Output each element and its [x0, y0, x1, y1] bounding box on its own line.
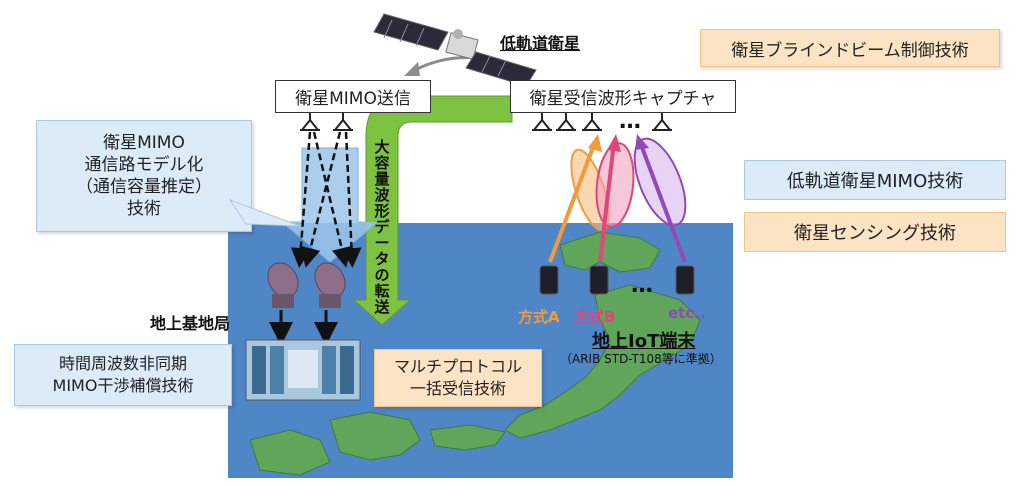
- channel-model-line-2: 通信路モデル化: [84, 155, 204, 175]
- satellite-mimo-tx-box: 衛星MIMO送信: [275, 80, 431, 113]
- blind-beam-box: 衛星ブラインドビーム制御技術: [700, 29, 1000, 67]
- transfer-char: 大: [374, 138, 389, 156]
- transfer-char: 転: [374, 282, 389, 300]
- multiprotocol-line-2: 一括受信技術: [409, 379, 506, 398]
- transfer-char: 容: [373, 154, 389, 172]
- mimo-dashed-links: [290, 131, 362, 268]
- channel-model-line-1: 衛星MIMO: [103, 133, 185, 153]
- method-b-label: 方式B: [574, 308, 615, 326]
- etc-label: etc..: [668, 304, 706, 322]
- multiprotocol-box: マルチプロトコル 一括受信技術: [374, 349, 542, 407]
- channel-model-box: 衛星MIMO 通信路モデル化 （通信容量推定） 技術: [36, 120, 252, 232]
- transfer-char: ー: [374, 234, 389, 252]
- transfer-char: 送: [373, 298, 390, 316]
- leo-satellite-label: 低軌道衛星: [500, 34, 581, 53]
- ground-station-label: 地上基地局: [150, 314, 231, 333]
- iot-terminal-icons: [539, 265, 695, 295]
- beam-arrows: [548, 134, 687, 263]
- japan-map: [249, 231, 701, 476]
- waveform-capture-box: 衛星受信波形キャプチャ: [510, 80, 736, 113]
- ground-dish-icons: [267, 262, 346, 308]
- satellite-icon: [373, 13, 537, 87]
- arib-label: （ARIB STD-T108等に準拠）: [560, 352, 722, 366]
- async-mimo-line-1: 時間周波数非同期: [58, 354, 187, 373]
- method-a-label: 方式A: [518, 308, 560, 326]
- station-down-arrows: [269, 310, 338, 346]
- transfer-char: 波: [374, 186, 390, 204]
- async-mimo-line-2: MIMO干渉補償技術: [52, 376, 194, 395]
- mimo-antennas: [299, 112, 354, 131]
- async-mimo-box: 時間周波数非同期 MIMO干渉補償技術: [14, 344, 232, 406]
- channel-model-line-3: （通信容量推定）: [76, 177, 212, 197]
- legend-mimo-box: 低軌道衛星MIMO技術: [744, 160, 1006, 200]
- satellite-curve-arrowhead: [404, 62, 420, 76]
- transfer-char: タ: [374, 250, 389, 268]
- capture-antennas: [531, 112, 673, 131]
- terminal-ellipsis: …: [631, 273, 653, 298]
- transfer-char: 形: [374, 202, 389, 220]
- transfer-char: の: [374, 266, 389, 284]
- multiprotocol-line-1: マルチプロトコル: [393, 357, 522, 376]
- transfer-char: デ: [374, 218, 390, 236]
- ground-iot-label: 地上IoT端末: [592, 331, 696, 352]
- channel-model-line-4: 技術: [127, 199, 161, 219]
- antenna-ellipsis: …: [619, 109, 641, 134]
- legend-sensing-box: 衛星センシング技術: [744, 212, 1006, 252]
- beam-ellipses: [570, 137, 687, 232]
- server-room-image: [245, 339, 361, 401]
- transfer-char: 量: [374, 170, 389, 188]
